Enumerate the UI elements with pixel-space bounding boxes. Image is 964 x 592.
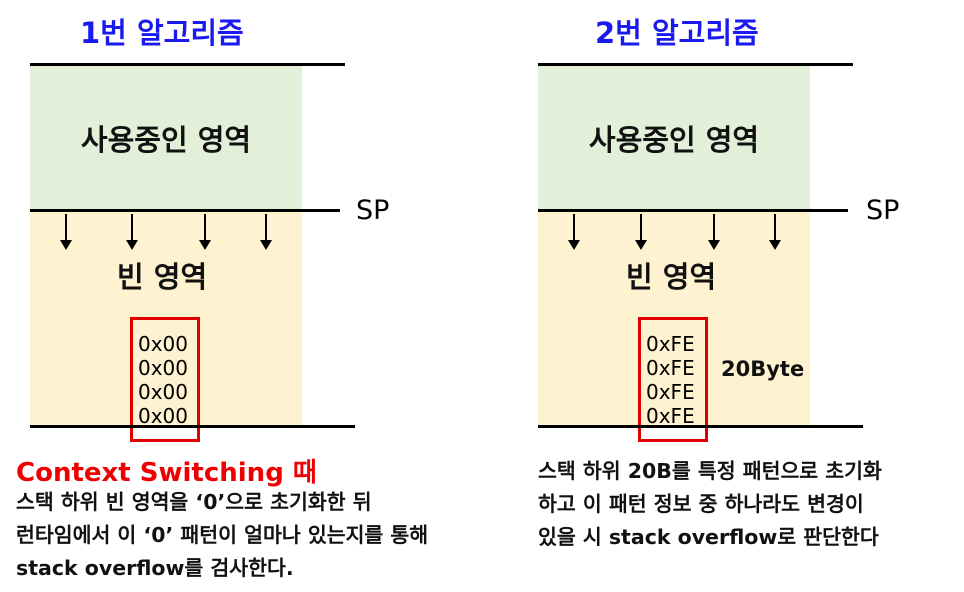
left-description: 스택 하위 빈 영역을 ‘0’으로 초기화한 뒤 런타임에서 이 ‘0’ 패턴이… [16,486,428,585]
left-description-line: 스택 하위 빈 영역을 ‘0’으로 초기화한 뒤 [16,490,372,514]
right-arrow-down-icon [568,214,580,250]
right-sp-label: SP [866,195,900,226]
right-pattern-value: 0xFE [646,403,695,428]
left-arrow-down-icon [260,214,272,250]
right-description-line: 스택 하위 20B를 특정 패턴으로 초기화 [538,459,882,483]
right-arrow-down-icon [769,214,781,250]
right-title: 2번 알고리즘 [595,16,759,50]
right-used-area: 사용중인 영역 [538,66,810,209]
left-arrow-down-icon [60,214,72,250]
left-arrow-down-icon [199,214,211,250]
left-pattern-value: 0x00 [138,355,189,380]
left-used-label: 사용중인 영역 [80,122,252,157]
left-pattern-value: 0x00 [138,379,189,404]
left-top-line [30,63,345,66]
left-description-line: stack overflow를 검사한다. [16,556,294,580]
right-pattern-value: 0xFE [646,355,695,380]
right-pattern-value: 0xFE [646,379,695,404]
right-bottom-line [538,425,863,428]
right-used-label: 사용중인 영역 [588,122,760,157]
right-pattern-box: 0xFE 0xFE 0xFE 0xFE [638,317,708,442]
left-description-line: 런타임에서 이 ‘0’ 패턴이 얼마나 있는지를 통해 [16,523,429,547]
right-description: 스택 하위 20B를 특정 패턴으로 초기화 하고 이 패턴 정보 중 하나라도… [538,455,882,554]
left-pattern-box: 0x00 0x00 0x00 0x00 [130,317,200,442]
left-arrow-down-icon [126,214,138,250]
right-size-label: 20Byte [721,357,805,381]
right-pattern-value: 0xFE [646,331,695,356]
right-description-line: 하고 이 패턴 정보 중 하나라도 변경이 [538,492,864,516]
left-bottom-line [30,425,355,428]
left-pattern-value: 0x00 [138,403,189,428]
left-sp-label: SP [356,195,390,226]
left-used-area: 사용중인 영역 [30,66,302,209]
left-empty-label: 빈 영역 [117,260,208,294]
right-empty-label: 빈 영역 [626,260,717,294]
right-arrow-down-icon [635,214,647,250]
left-sp-line [30,209,340,212]
right-top-line [538,63,853,66]
right-sp-line [538,209,848,212]
left-title: 1번 알고리즘 [80,16,244,50]
right-arrow-down-icon [708,214,720,250]
left-heading: Context Switching 때 [16,458,317,488]
left-pattern-value: 0x00 [138,331,189,356]
right-description-line: 있을 시 stack overflow로 판단한다 [538,525,879,549]
